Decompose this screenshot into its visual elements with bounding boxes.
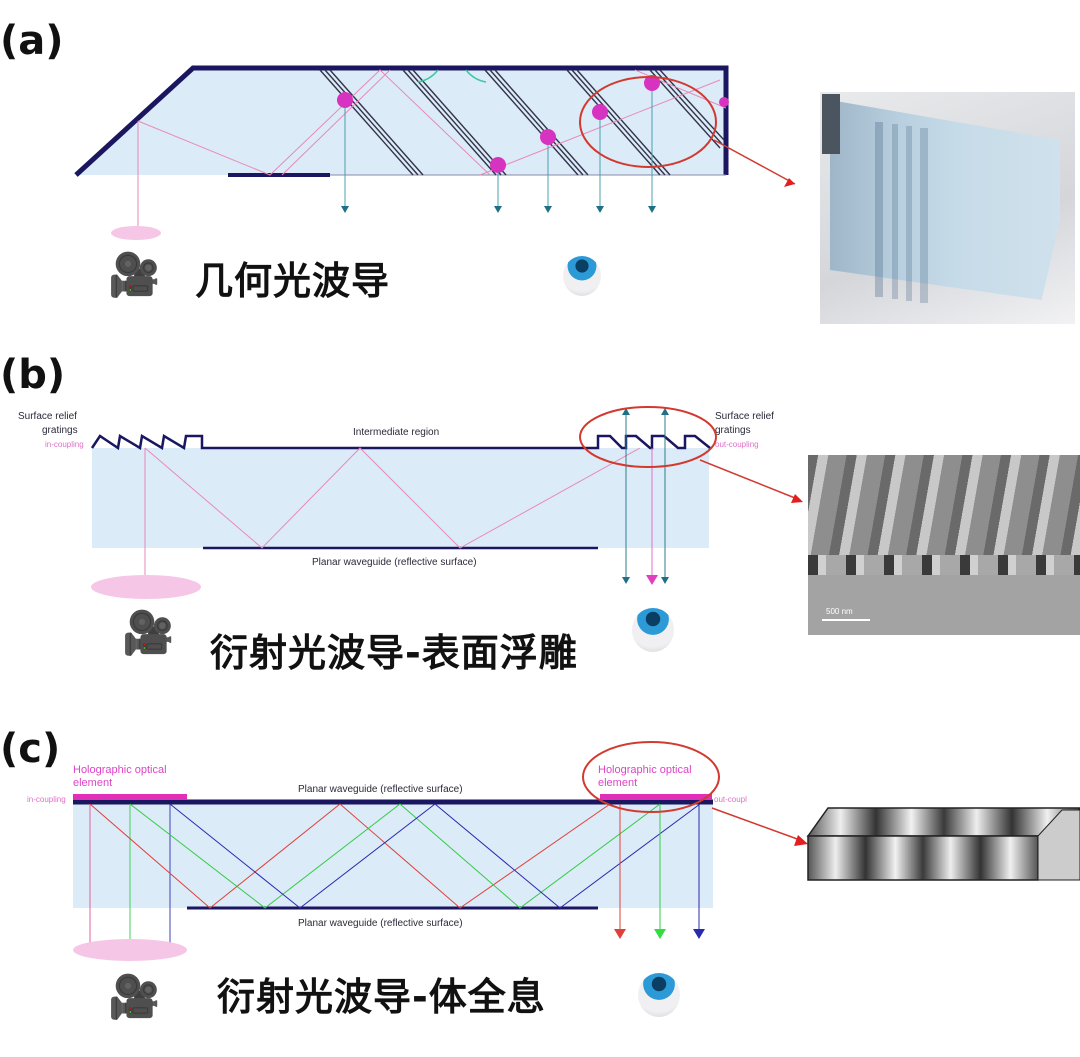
angle-arrow <box>417 69 439 83</box>
arrowheads <box>622 408 669 585</box>
left-grating-label-2: gratings <box>42 425 78 436</box>
panel-c-label: (c) <box>0 726 61 772</box>
hoe-in-coupling <box>73 794 187 800</box>
hoe-left-label-2: element <box>73 777 113 789</box>
panel-b-title: 衍射光波导-表面浮雕 <box>210 631 578 675</box>
movie-camera-icon: 🎥 <box>122 608 175 657</box>
intermediate-region-label: Intermediate region <box>353 427 440 438</box>
holographic-waveguide-body <box>73 802 713 908</box>
panel-a-label: (a) <box>0 18 64 64</box>
arrowheads <box>341 206 656 213</box>
hoe-right-label-2: element <box>598 777 638 789</box>
waveguide-top-edge <box>74 65 729 177</box>
top-waveguide-label: Planar waveguide (reflective surface) <box>298 784 463 795</box>
in-coupling-grating <box>90 433 592 451</box>
planar-waveguide-label: Planar waveguide (reflective surface) <box>312 557 477 568</box>
green-arrowhead <box>654 929 666 939</box>
volume-hologram-block <box>806 807 1080 881</box>
blue-arrowhead <box>693 929 705 939</box>
panel-b-label: (b) <box>0 352 66 398</box>
projector-light-spot <box>73 939 187 961</box>
projector-light-spot <box>111 226 161 240</box>
eyeball-icon <box>638 973 680 1017</box>
panel-a-title: 几何光波导 <box>195 259 391 303</box>
partial-reflective-mirrors <box>319 69 725 176</box>
sem-scale-label: 500 nm <box>826 607 853 616</box>
green-ray <box>129 803 661 909</box>
angle-arrow <box>465 69 487 83</box>
geometric-waveguide-lens-photo <box>820 92 1075 324</box>
diffractive-waveguide-body <box>92 448 709 548</box>
projector-light-spot <box>91 575 201 599</box>
out-coupling-grating <box>592 434 711 450</box>
movie-camera-icon: 🎥 <box>108 250 161 299</box>
hoe-left-label: Holographic optical <box>73 764 167 776</box>
bottom-waveguide-label: Planar waveguide (reflective surface) <box>298 918 463 929</box>
out-coupled-rays <box>625 414 666 578</box>
panel-c-title: 衍射光波导-体全息 <box>217 975 546 1019</box>
left-grating-label: Surface relief <box>18 411 77 422</box>
right-grating-label-2: gratings <box>715 425 751 436</box>
highlight-ellipse <box>582 741 720 813</box>
out-coupling-label: out-coupl <box>714 795 747 804</box>
blue-ray <box>169 803 701 909</box>
out-coupled-rays <box>344 91 653 208</box>
reflection-points <box>337 75 729 173</box>
highlight-ellipse <box>579 406 717 468</box>
in-coupling-label: in-coupling <box>45 440 84 449</box>
highlight-ellipse <box>579 76 717 168</box>
red-arrowhead <box>614 929 626 939</box>
sem-scale-bar <box>822 619 870 621</box>
eyeball-icon <box>632 608 674 652</box>
in-coupling-label: in-coupling <box>27 795 66 804</box>
sem-grating-image: 500 nm <box>808 455 1080 635</box>
red-ray <box>89 803 611 909</box>
right-grating-label: Surface relief <box>715 411 774 422</box>
eyeball-icon <box>563 256 601 296</box>
out-coupling-label: out-coupling <box>715 440 759 449</box>
hoe-out-coupling <box>600 794 712 800</box>
hoe-right-label: Holographic optical <box>598 764 692 776</box>
movie-camera-icon: 🎥 <box>108 972 161 1021</box>
light-rays <box>144 447 641 585</box>
